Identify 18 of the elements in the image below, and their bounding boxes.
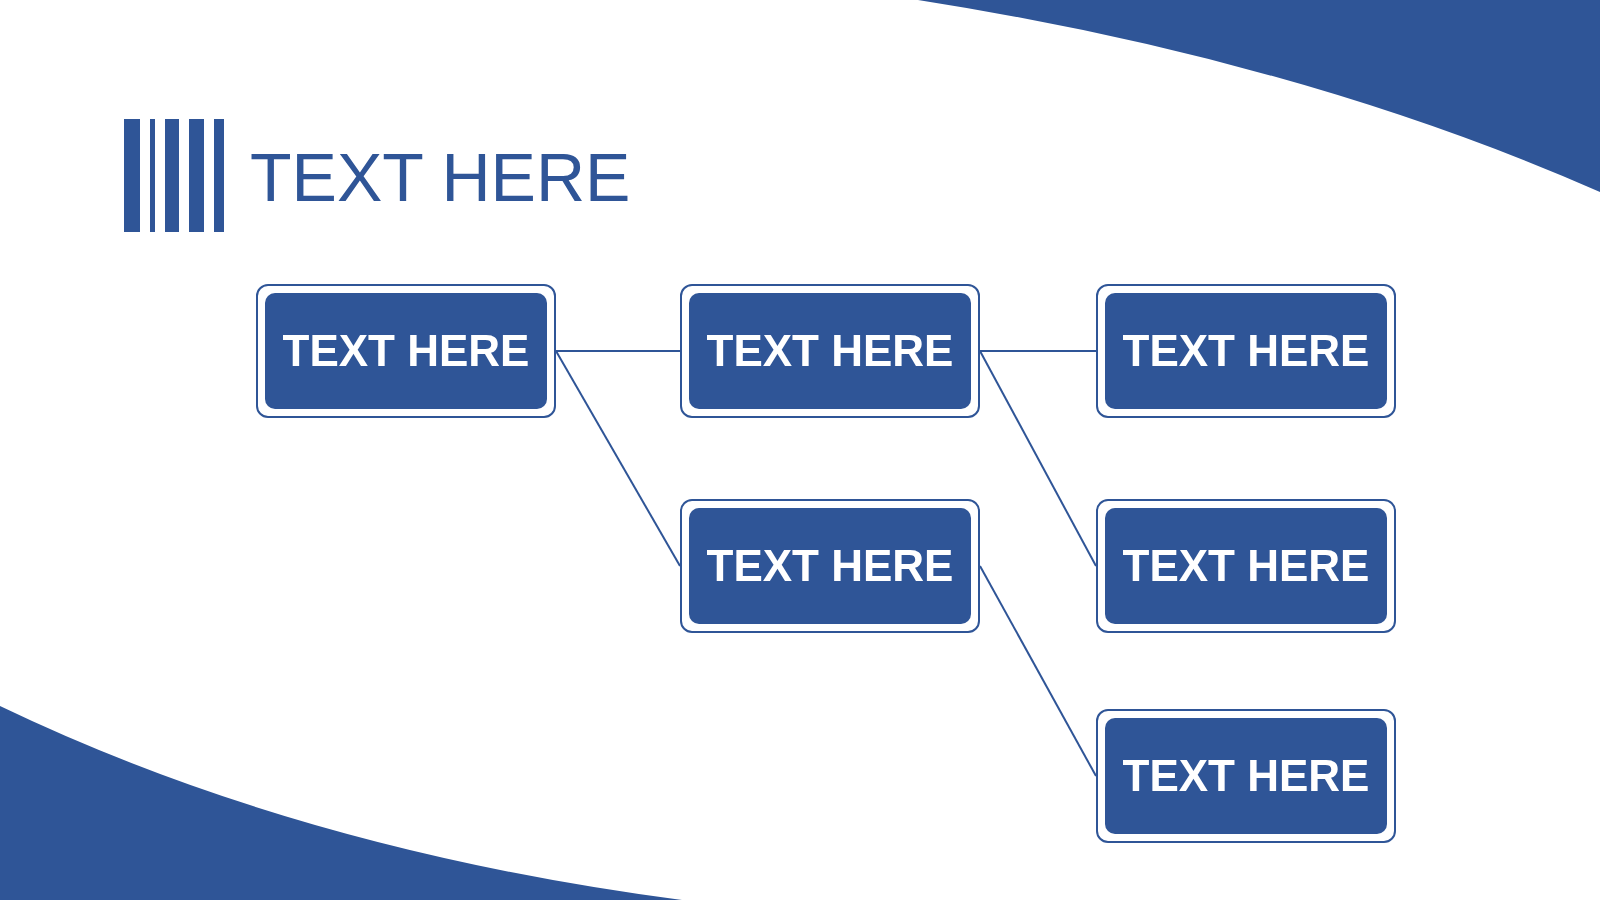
node-text: TEXT HERE (265, 293, 547, 409)
process-box (1096, 499, 1396, 633)
connector-line (979, 565, 1097, 777)
node-text: TEXT HERE (689, 293, 971, 409)
process-box (680, 284, 980, 418)
node-text: TEXT HERE (689, 508, 971, 624)
process-box (680, 499, 980, 633)
process-box (1096, 284, 1396, 418)
connector-line (979, 350, 1097, 352)
process-box (256, 284, 556, 418)
node-text: TEXT HERE (1105, 508, 1387, 624)
node-text: TEXT HERE (1105, 293, 1387, 409)
process-box (1096, 709, 1396, 843)
node-text: TEXT HERE (1105, 718, 1387, 834)
connector-line (979, 350, 1097, 567)
title-heading: TEXT HERE (250, 143, 631, 211)
connector-line (555, 350, 681, 567)
connector-line (555, 350, 681, 352)
